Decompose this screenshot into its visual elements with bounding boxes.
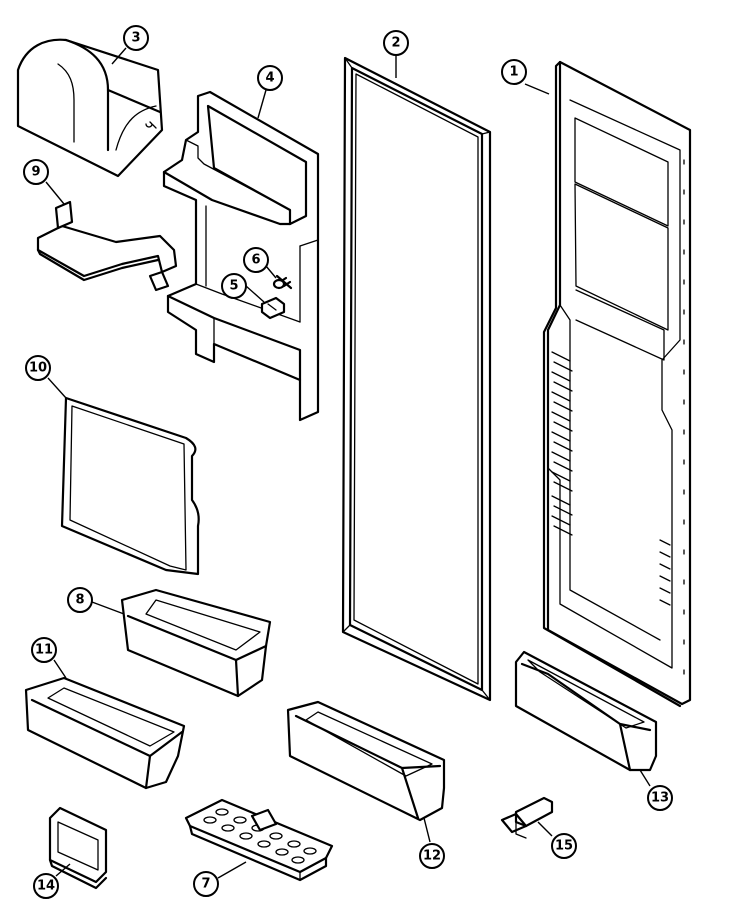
part-9-shelf-bracket <box>36 200 178 292</box>
callout-11-label: 11 <box>35 643 53 658</box>
callout-9-label: 9 <box>31 165 40 180</box>
callout-14-label: 14 <box>37 879 55 894</box>
callout-6-label: 6 <box>251 253 260 268</box>
part-14-cover <box>48 806 108 890</box>
callout-13[interactable]: 13 <box>639 769 673 811</box>
callout-1-label: 1 <box>509 65 518 80</box>
part-8-door-bin <box>120 588 272 698</box>
part-3-dairy-door <box>16 38 164 178</box>
callout-11[interactable]: 11 <box>31 637 67 679</box>
callout-10[interactable]: 10 <box>25 355 67 399</box>
callout-7[interactable]: 7 <box>193 861 247 897</box>
part-15-bracket <box>500 796 554 839</box>
callouts: 1 2 3 4 5 6 7 <box>23 25 673 899</box>
callout-9[interactable]: 9 <box>23 159 65 205</box>
part-1-door-liner <box>542 60 692 708</box>
part-2-door-gasket <box>341 56 492 702</box>
part-4-dispenser-frame <box>162 90 320 422</box>
callout-5-label: 5 <box>229 279 238 294</box>
part-11-door-bin <box>24 676 186 790</box>
callout-2[interactable]: 2 <box>383 30 409 78</box>
callout-15[interactable]: 15 <box>537 821 577 859</box>
callout-8[interactable]: 8 <box>67 587 125 615</box>
callout-12-label: 12 <box>423 849 441 864</box>
part-7-ice-tray <box>184 798 334 882</box>
callout-7-label: 7 <box>201 877 210 892</box>
callout-3-label: 3 <box>131 31 140 46</box>
callout-8-label: 8 <box>75 593 84 608</box>
part-12-door-bin <box>286 700 446 822</box>
part-6-screw <box>272 274 293 290</box>
callout-5[interactable]: 5 <box>221 273 265 303</box>
callout-6[interactable]: 6 <box>243 247 277 279</box>
part-13-door-bin <box>514 650 658 772</box>
callout-4-label: 4 <box>265 71 274 86</box>
callout-14[interactable]: 14 <box>33 863 71 899</box>
part-10-panel <box>60 396 200 576</box>
part-5-clip <box>260 296 286 320</box>
callout-12[interactable]: 12 <box>419 817 445 869</box>
callout-15-label: 15 <box>555 839 573 854</box>
callout-2-label: 2 <box>391 36 400 51</box>
callout-3[interactable]: 3 <box>111 25 149 65</box>
callout-1[interactable]: 1 <box>501 59 550 95</box>
callout-4[interactable]: 4 <box>257 65 283 119</box>
callout-13-label: 13 <box>651 791 669 806</box>
callout-10-label: 10 <box>29 361 47 376</box>
liner-rail-slots <box>551 351 671 606</box>
